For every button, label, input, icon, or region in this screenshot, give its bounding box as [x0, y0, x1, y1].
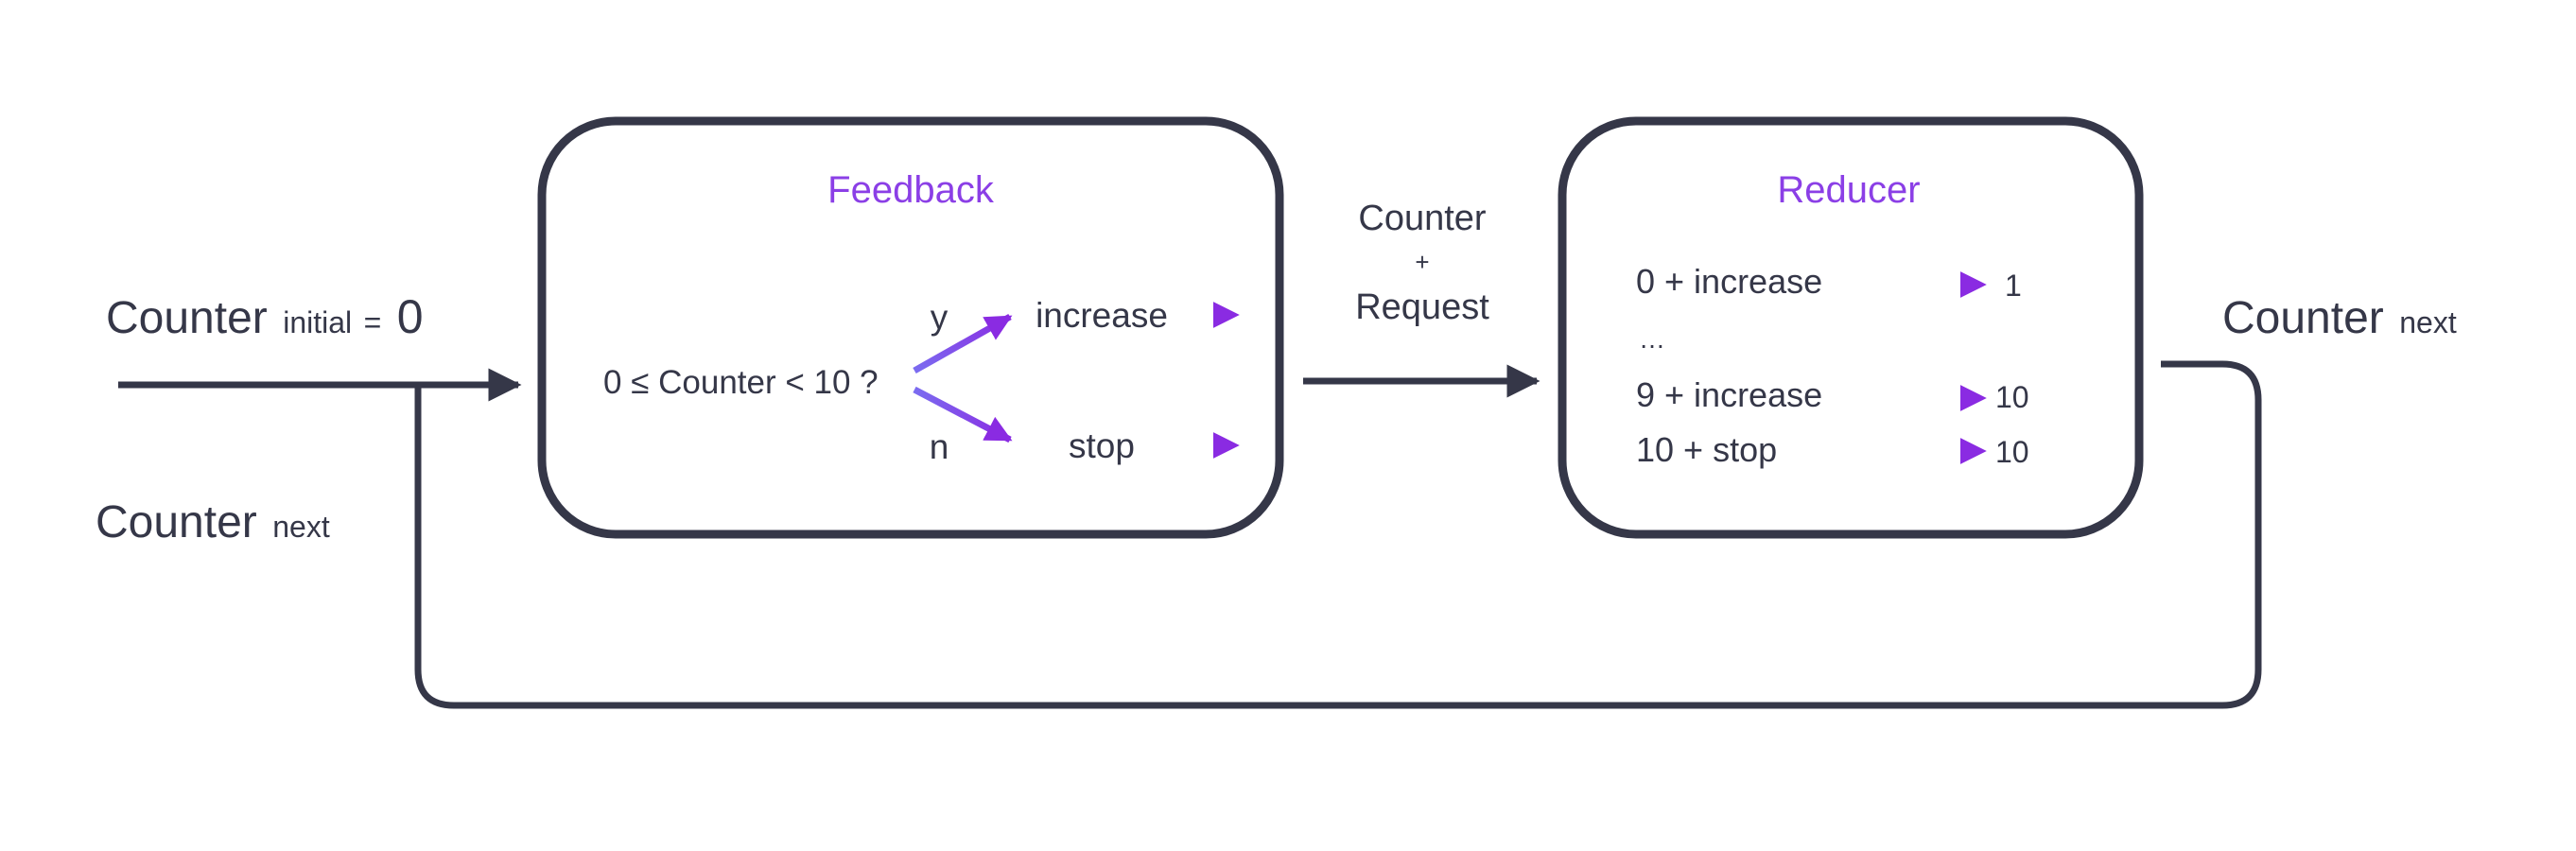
connector-line-3: Request	[1355, 287, 1489, 327]
connector-line-2: +	[1415, 248, 1429, 276]
reducer-row-1-output: 1	[2005, 269, 2022, 303]
reducer-row-3-input: 9 + increase	[1636, 375, 1822, 414]
branch-yes-arrow	[913, 313, 1013, 374]
action-no-label: stop	[1069, 426, 1135, 465]
feedback-box	[537, 116, 1284, 539]
reducer-row-3-output: 10	[1995, 380, 2029, 414]
feedback-condition: 0 ≤ Counter < 10 ?	[603, 364, 879, 401]
reducer-row-4-output: 10	[1995, 435, 2029, 469]
branch-no-arrow	[913, 386, 1013, 443]
reducer-row-1-input: 0 + increase	[1636, 262, 1822, 301]
output-label: Counter next	[2222, 293, 2457, 343]
action-yes-label: increase	[1036, 296, 1168, 335]
branch-no-label: n	[930, 427, 949, 466]
loop-back-line	[414, 360, 2262, 709]
feedback-title: Feedback	[827, 169, 995, 211]
input-label: Counter initial = 0	[106, 290, 424, 343]
reducer-row-2-ellipsis: …	[1639, 324, 1665, 354]
connector-line-1: Counter	[1358, 199, 1487, 238]
reducer-row-4-input: 10 + stop	[1636, 430, 1777, 469]
loop-label: Counter next	[96, 497, 330, 547]
branch-yes-label: y	[931, 298, 949, 337]
reducer-box	[1558, 116, 2144, 539]
reducer-title: Reducer	[1777, 169, 1920, 211]
